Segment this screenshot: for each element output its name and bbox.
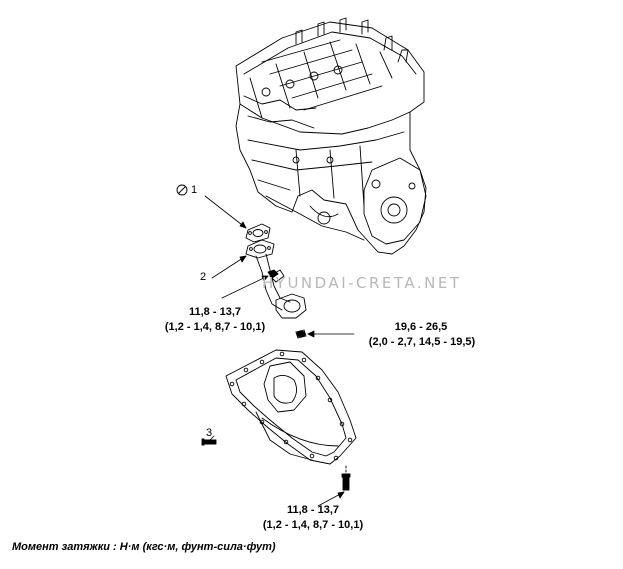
- callout-2: 2: [200, 271, 207, 283]
- leader-lines: [204, 195, 355, 507]
- torque-drain-plug-primary: 19,6 - 26,5: [394, 321, 448, 333]
- torque-oil-pan-primary: 11,8 - 13,7: [287, 504, 339, 516]
- watermark: HYUNDAI-CRETA.NET: [262, 274, 462, 292]
- strainer-nut: [267, 269, 279, 279]
- do-not-reuse-icon: [176, 184, 188, 196]
- oil-screen-gasket: [245, 223, 271, 243]
- oil-screen: [245, 239, 307, 319]
- torque-drain-plug-secondary: (2,0 - 2,7, 14,5 - 19,5): [368, 336, 476, 348]
- oil-pan-bolt-left: [201, 438, 217, 446]
- oil-pan-bolt-bottom: [341, 465, 351, 491]
- callout-3: 3: [206, 427, 213, 439]
- torque-oil-screen-secondary: (1,2 - 1,4, 8,7 - 10,1): [164, 321, 266, 333]
- drain-plug: [295, 329, 307, 339]
- oil-pan: [225, 349, 357, 465]
- torque-oil-screen-primary: 11,8 - 13,7: [189, 306, 241, 318]
- torque-units-footnote: Момент затяжки : Н·м (кгс·м, фунт-сила·ф…: [12, 541, 276, 553]
- callout-1: 1: [191, 184, 198, 196]
- torque-oil-pan-secondary: (1,2 - 1,4, 8,7 - 10,1): [262, 519, 364, 531]
- engine-block: [235, 17, 427, 255]
